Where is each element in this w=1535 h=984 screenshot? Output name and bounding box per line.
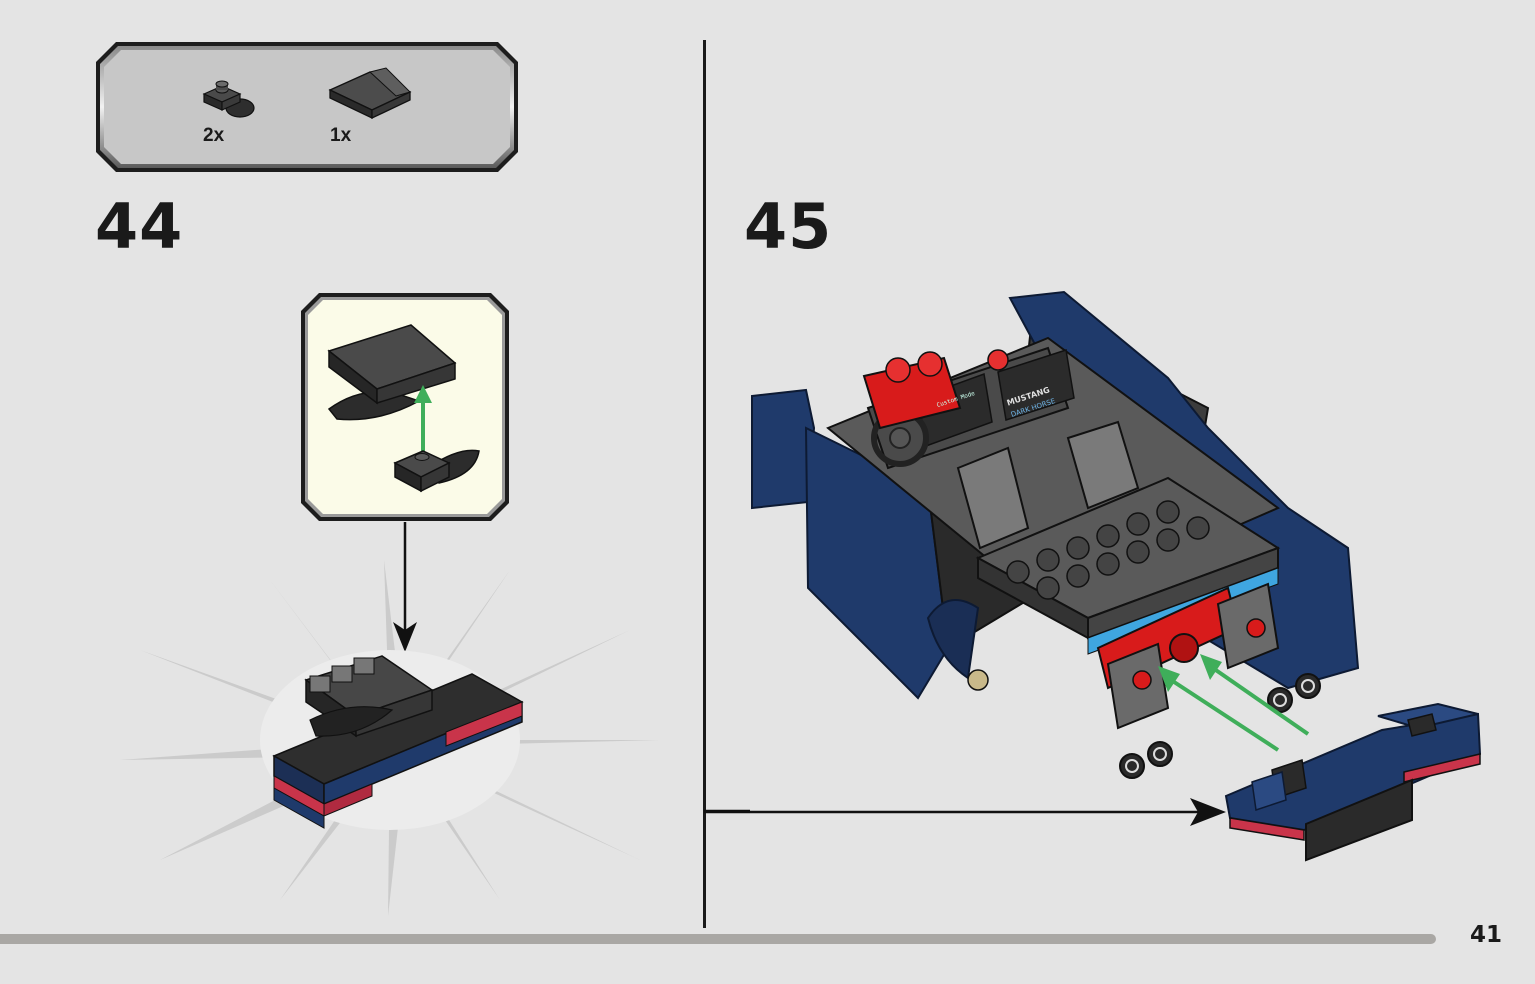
assembly-arrow-icon [704,796,1228,826]
part-quantity: 2x [203,125,225,146]
down-arrow-icon [388,522,422,656]
step-number: 44 [95,190,184,263]
step-number: 45 [744,190,833,263]
subassembly-callout [299,291,511,523]
step-45-car-model [748,288,1364,786]
page-progress-bar [0,934,1436,944]
page-number: 41 [1470,922,1503,948]
part-quantity: 1x [330,125,352,146]
step-44-assembly [120,560,660,920]
parts-callout [94,40,520,174]
plate-1x1-with-clip-icon [198,76,258,122]
slope-brick-icon [326,66,414,122]
step-divider [703,40,706,928]
rear-subassembly [1222,700,1484,864]
